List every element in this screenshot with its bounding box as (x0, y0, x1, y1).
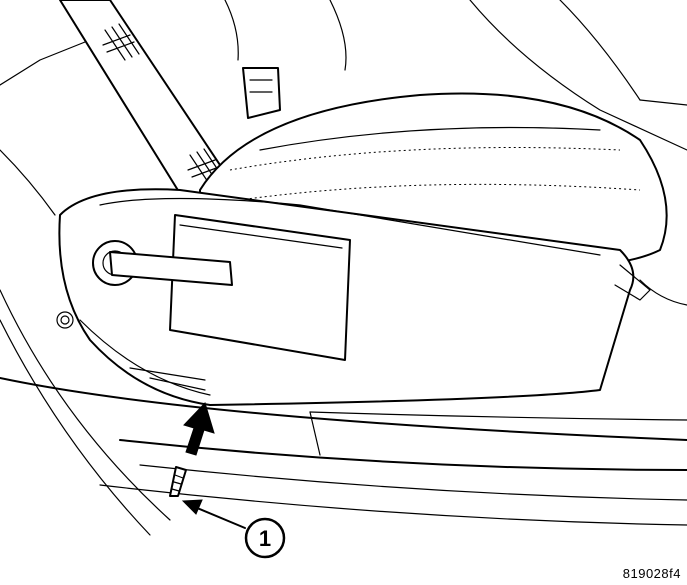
callout-1: 1 (244, 517, 286, 559)
callout-leader (181, 499, 246, 529)
screw-icon (169, 466, 187, 497)
vehicle-interior-lines (0, 0, 687, 536)
belt-buckle (242, 67, 281, 119)
callout-number: 1 (259, 526, 271, 551)
recliner-handle (92, 240, 233, 286)
recliner-panel (169, 214, 351, 361)
trim-bracket (56, 264, 651, 329)
arrow-icon (183, 402, 215, 456)
figure-id: 819028f4 (622, 566, 681, 581)
